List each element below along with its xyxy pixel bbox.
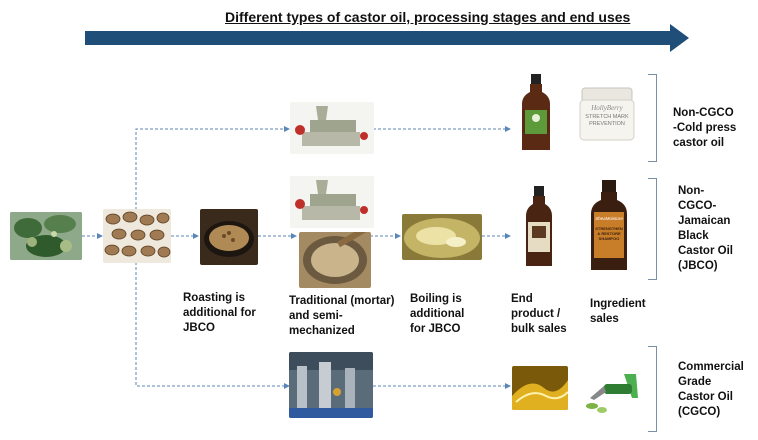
shampoo-product-label: STRENGTHEN & RESTORE SHAMPOO	[595, 226, 623, 241]
industrial-plant-image	[289, 352, 373, 418]
biofuel-nozzle-image	[584, 368, 642, 416]
non-cgco-bracket	[648, 74, 657, 162]
roasting-pan-image	[200, 209, 258, 265]
shampoo-brand-label: SheaMoisture	[595, 216, 623, 221]
mortar-image	[299, 232, 371, 288]
golden-oil-image	[512, 366, 568, 410]
oil-press-machine-middle-image	[290, 176, 374, 228]
cgco-label: Commercial Grade Castor Oil (CGCO)	[678, 361, 744, 418]
castor-plant-image	[10, 212, 82, 260]
jbco-bracket	[648, 178, 657, 280]
cream-brand-label: HollyBerry	[591, 104, 623, 112]
cream-product-label: STRETCH MARK PREVENTION	[585, 114, 629, 127]
roasting-stage-label: Roasting is additional for JBCO	[183, 292, 256, 334]
shampoo-bottle-image: SheaMoisture STRENGTHEN & RESTORE SHAMPO…	[589, 180, 629, 272]
end-product-label: End product / bulk sales	[511, 293, 567, 335]
boiling-oil-image	[402, 214, 482, 260]
cgco-bracket	[648, 346, 657, 432]
traditional-stage-label: Traditional (mortar) and semi- mechanize…	[289, 295, 395, 337]
stretch-mark-cream-jar-image: HollyBerry STRETCH MARK PREVENTION	[578, 86, 636, 142]
process-direction-arrow	[85, 24, 689, 52]
oil-press-machine-top-image	[290, 102, 374, 154]
jbco-label: Non- CGCO- Jamaican Black Castor Oil (JB…	[678, 185, 733, 272]
non-cgco-cold-press-label: Non-CGCO -Cold press castor oil	[673, 107, 737, 149]
cold-press-oil-bottle-image	[520, 74, 552, 152]
diagram-title: Different types of castor oil, processin…	[225, 9, 631, 25]
castor-seeds-image	[103, 209, 171, 263]
boiling-stage-label: Boiling is additional for JBCO	[410, 293, 465, 335]
ingredient-sales-label: Ingredient sales	[590, 298, 646, 325]
jbco-oil-bottle-image	[524, 186, 554, 268]
